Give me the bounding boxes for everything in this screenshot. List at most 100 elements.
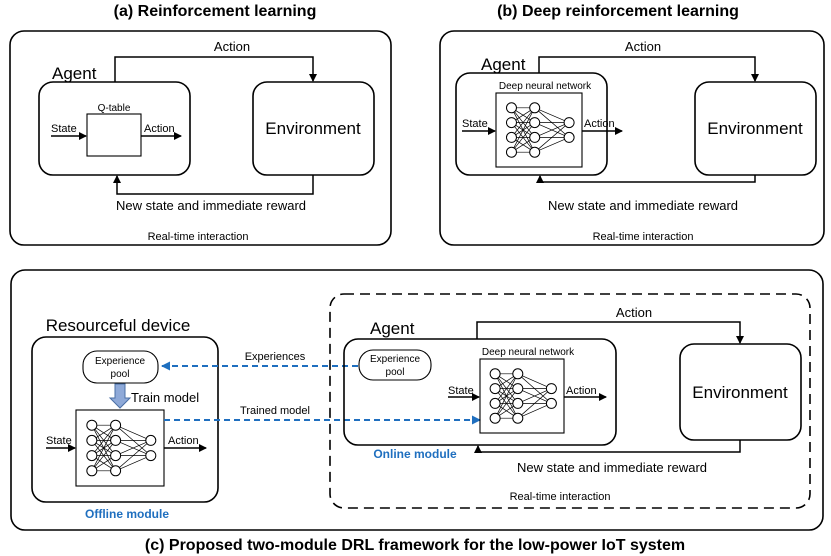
panel-b-action-arrow: [538, 56, 759, 82]
nn-edge: [517, 388, 552, 419]
nn-edge: [534, 107, 570, 123]
online-dnn-label: Deep neural network: [482, 347, 575, 358]
panel-b-action-top-label: Action: [625, 39, 661, 54]
online-agent-label: Agent: [370, 319, 415, 338]
trained-model-label: Trained model: [240, 405, 310, 417]
experiences-label: Experiences: [245, 351, 306, 363]
nn-node: [512, 368, 524, 380]
panel-b-action-inner-label: Action: [584, 118, 615, 130]
nn-node: [529, 102, 541, 114]
nn-edge: [517, 388, 552, 404]
nn-node: [512, 397, 524, 409]
resourceful-device-label: Resourceful device: [46, 316, 191, 335]
nn-node: [505, 131, 517, 143]
panel-a-state-label: State: [51, 123, 77, 135]
nn-edge: [534, 122, 570, 153]
panel-b-feedback-arrow: [536, 175, 756, 183]
nn-node: [86, 465, 98, 477]
nn-node: [489, 397, 501, 409]
nn-node: [545, 383, 557, 395]
panel-b: (b) Deep reinforcement learning Agent De…: [439, 3, 825, 246]
panel-a-action-top-label: Action: [214, 39, 250, 54]
offline-experience-pool-line1: Experience: [95, 356, 145, 367]
nn-edge: [91, 424, 116, 456]
nn-edge: [511, 107, 536, 153]
nn-edge: [494, 388, 519, 419]
panel-b-neural-network: [505, 102, 575, 158]
nn-edge: [91, 440, 116, 472]
online-action-top-label: Action: [616, 305, 652, 320]
online-neural-network: [489, 368, 557, 424]
nn-edge: [115, 424, 151, 441]
panel-b-state-label: State: [462, 118, 488, 130]
panel-b-title: (b) Deep reinforcement learning: [497, 3, 739, 20]
nn-node: [145, 450, 157, 462]
panel-c-title: (c) Proposed two-module DRL framework fo…: [145, 537, 685, 554]
nn-edge: [534, 122, 570, 138]
panel-b-environment-label: Environment: [707, 119, 803, 138]
nn-edge: [517, 373, 552, 389]
online-module-label: Online module: [373, 447, 457, 461]
nn-edge: [494, 373, 519, 404]
offline-neural-network: [86, 419, 157, 477]
train-model-arrow: [108, 383, 132, 409]
online-experience-pool-line1: Experience: [370, 354, 420, 365]
nn-node: [512, 412, 524, 424]
nn-node: [529, 131, 541, 143]
online-action-label: Action: [566, 385, 597, 397]
offline-action-label: Action: [168, 435, 199, 447]
nn-node: [545, 397, 557, 409]
nn-node: [110, 450, 122, 462]
nn-node: [489, 383, 501, 395]
nn-node: [86, 434, 98, 446]
online-state-label: State: [448, 385, 474, 397]
nn-edge: [115, 440, 152, 472]
online-experience-pool: [358, 349, 432, 381]
nn-node: [145, 434, 157, 446]
online-action-top-arrow: [476, 321, 744, 344]
nn-edge: [115, 455, 151, 472]
offline-state-label: State: [46, 435, 72, 447]
nn-edge: [511, 122, 535, 153]
nn-edge: [494, 373, 519, 419]
panel-b-interaction-label: Real-time interaction: [593, 231, 694, 243]
panel-b-dnn-box: [495, 92, 583, 168]
nn-edge: [517, 403, 552, 419]
nn-node: [110, 419, 122, 431]
panel-a-feedback-label: New state and immediate reward: [116, 198, 306, 213]
nn-node: [86, 450, 98, 462]
panel-a-frame: [9, 30, 392, 246]
panel-a-title: (a) Reinforcement learning: [114, 3, 317, 20]
panel-a-feedback-arrow: [113, 175, 314, 195]
panel-a-action-inner-label: Action: [144, 123, 175, 135]
nn-edge: [91, 425, 116, 471]
panel-a-environment-label: Environment: [265, 119, 361, 138]
panel-b-agent-label: Agent: [481, 55, 526, 74]
nn-node: [529, 146, 541, 158]
nn-edge: [115, 440, 151, 456]
panel-a-interaction-label: Real-time interaction: [148, 231, 249, 243]
nn-node: [489, 412, 501, 424]
nn-node: [505, 117, 517, 129]
offline-experience-pool-line2: pool: [111, 369, 130, 380]
panel-b-feedback-label: New state and immediate reward: [548, 198, 738, 213]
panel-b-agent-box: [455, 72, 608, 176]
panel-a-qtable-label: Q-table: [98, 103, 131, 114]
panel-c: Resourceful device Experience pool Train…: [10, 269, 824, 554]
panel-a-qtable-box: [86, 113, 142, 157]
offline-module-label: Offline module: [85, 507, 169, 521]
nn-node: [529, 117, 541, 129]
nn-node: [505, 102, 517, 114]
online-experience-pool-line2: pool: [386, 367, 405, 378]
online-interaction-label: Real-time interaction: [510, 491, 611, 503]
online-dnn-box: [479, 358, 565, 434]
panel-c-frame: [10, 269, 824, 531]
panel-b-frame: [439, 30, 825, 246]
nn-node: [86, 419, 98, 431]
train-model-label: Train model: [131, 390, 199, 405]
online-environment-label: Environment: [692, 383, 788, 402]
nn-edge: [511, 107, 535, 138]
nn-node: [489, 368, 501, 380]
nn-node: [110, 434, 122, 446]
